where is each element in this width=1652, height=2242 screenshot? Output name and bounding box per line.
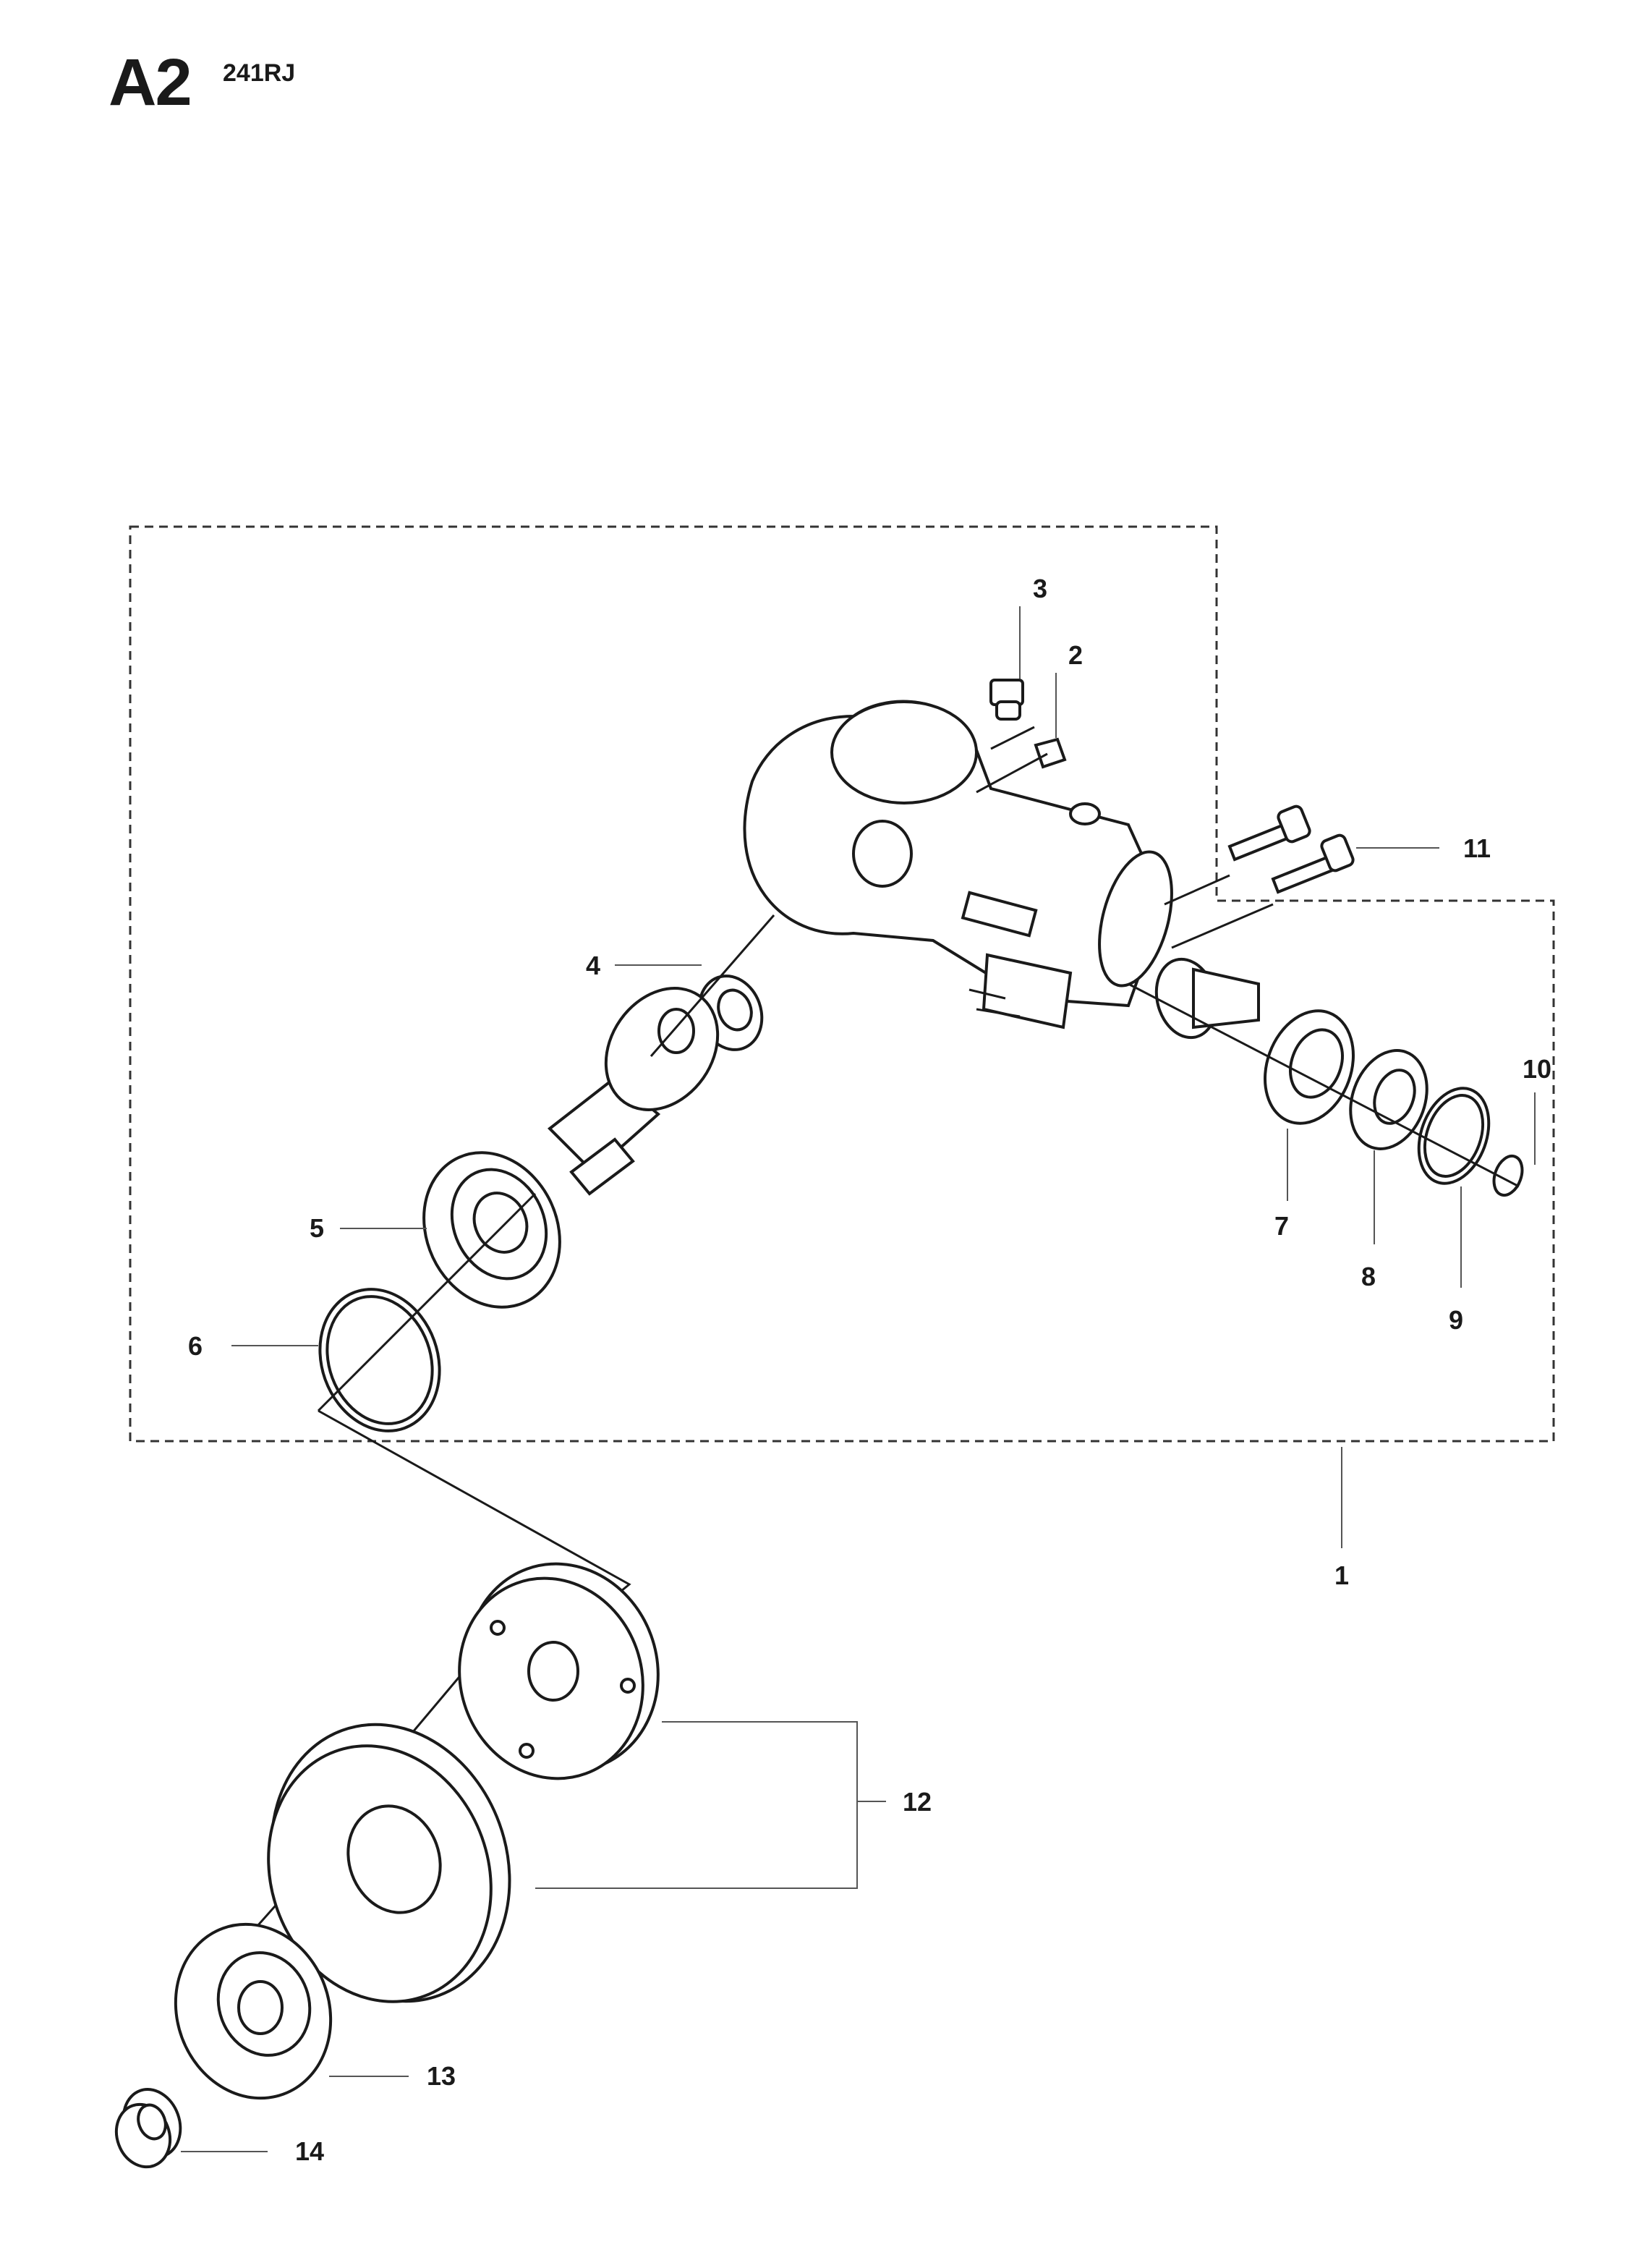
part-10-ring — [1492, 1154, 1524, 1197]
callout-6: 6 — [188, 1331, 203, 1361]
callout-3: 3 — [1033, 574, 1047, 603]
callout-13: 13 — [427, 2061, 456, 2091]
part-8-seal — [1349, 1049, 1429, 1150]
callout-7: 7 — [1274, 1211, 1289, 1241]
part-6-circlip — [318, 1288, 441, 1432]
part-13-washer — [174, 1922, 333, 2100]
callout-1: 1 — [1334, 1561, 1349, 1590]
part-11-screws — [1227, 804, 1355, 894]
part-3-plug-screw — [989, 679, 1024, 721]
part-9-circlip — [1417, 1087, 1491, 1185]
callout-10: 10 — [1523, 1054, 1551, 1084]
callout-14: 14 — [295, 2136, 324, 2166]
callout-5: 5 — [310, 1213, 324, 1243]
part-12-support-cup — [267, 1723, 511, 2003]
model-number: 241RJ — [223, 59, 296, 87]
part-12-drive-disc — [458, 1562, 660, 1780]
part-5-bearing — [422, 1151, 561, 1309]
leader-lines — [181, 606, 1536, 2152]
callout-4: 4 — [586, 951, 600, 980]
output-shaft-gear — [1154, 957, 1260, 1040]
callout-2: 2 — [1068, 640, 1083, 670]
callout-9: 9 — [1449, 1305, 1463, 1335]
part-14-nut — [114, 2088, 182, 2169]
callout-8: 8 — [1361, 1262, 1376, 1291]
part-7-bearing — [1264, 1009, 1355, 1125]
part-2-key — [1034, 737, 1067, 769]
bevel-gear-shaft — [547, 987, 720, 1196]
callout-11: 11 — [1463, 833, 1491, 863]
assembly-1-boundary — [129, 525, 1555, 1443]
callout-12: 12 — [903, 1787, 932, 1817]
page-code: A2 — [108, 46, 192, 119]
assembly-axes — [244, 726, 1520, 1940]
gear-housing — [743, 700, 1173, 1029]
